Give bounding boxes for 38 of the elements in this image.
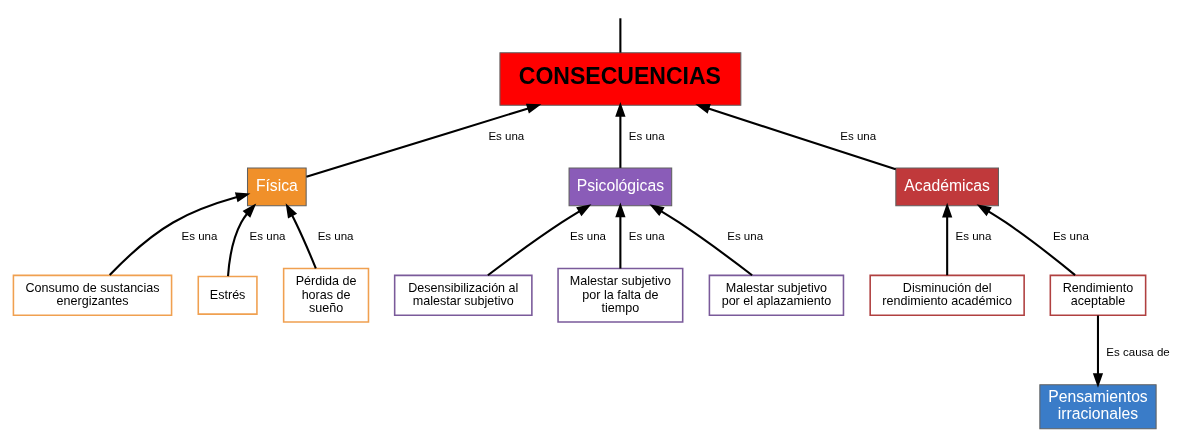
- node-box: Física: [247, 167, 307, 206]
- node-box: Estrés: [197, 275, 258, 315]
- edge-label: Es una: [840, 129, 877, 142]
- edge-label: Es causa de: [1106, 345, 1170, 358]
- edge-label: Es una: [249, 229, 286, 242]
- edge-label: Es una: [317, 229, 354, 242]
- edge-label: Es una: [628, 129, 665, 142]
- arrow: [942, 202, 953, 275]
- node-box: Pensamientos irracionales: [1039, 383, 1157, 429]
- node-box: Malestar subjetivo por la falta de tiempo: [557, 267, 684, 323]
- arrow: [615, 202, 626, 268]
- node-box: Desensibilización al malestar subjetivo: [393, 274, 533, 316]
- edge-label: Es una: [570, 229, 606, 242]
- arrow: [615, 101, 626, 168]
- node-box: Pérdida de horas de sueño: [282, 267, 370, 323]
- node-box: Consumo de sustancias energizantes: [12, 274, 173, 316]
- arrow: [227, 203, 257, 276]
- node-box: Académicas: [895, 167, 999, 206]
- arrow: [695, 103, 897, 170]
- node-box: CONSECUENCIAS: [499, 51, 742, 106]
- edge-label: Es una: [1052, 229, 1089, 242]
- node-box: Disminución del rendimiento académico: [869, 274, 1025, 316]
- node-box: Malestar subjetivo por el aplazamiento: [708, 274, 845, 316]
- arrow: [108, 191, 251, 276]
- connector: [619, 17, 622, 53]
- arrow: [1092, 315, 1104, 388]
- arrow: [306, 103, 542, 178]
- arrow: [487, 203, 592, 276]
- edge-label: Es una: [628, 229, 665, 242]
- edge-label: Es una: [727, 229, 764, 242]
- node-box: Psicológicas: [568, 167, 673, 206]
- edge-label: Es una: [955, 229, 992, 242]
- node-box: Rendimiento aceptable: [1049, 274, 1147, 316]
- edge-label: Es una: [488, 129, 525, 142]
- arrow: [976, 203, 1076, 276]
- arrow: [649, 203, 753, 276]
- edge-label: Es una: [181, 229, 218, 242]
- arrow: [285, 202, 317, 269]
